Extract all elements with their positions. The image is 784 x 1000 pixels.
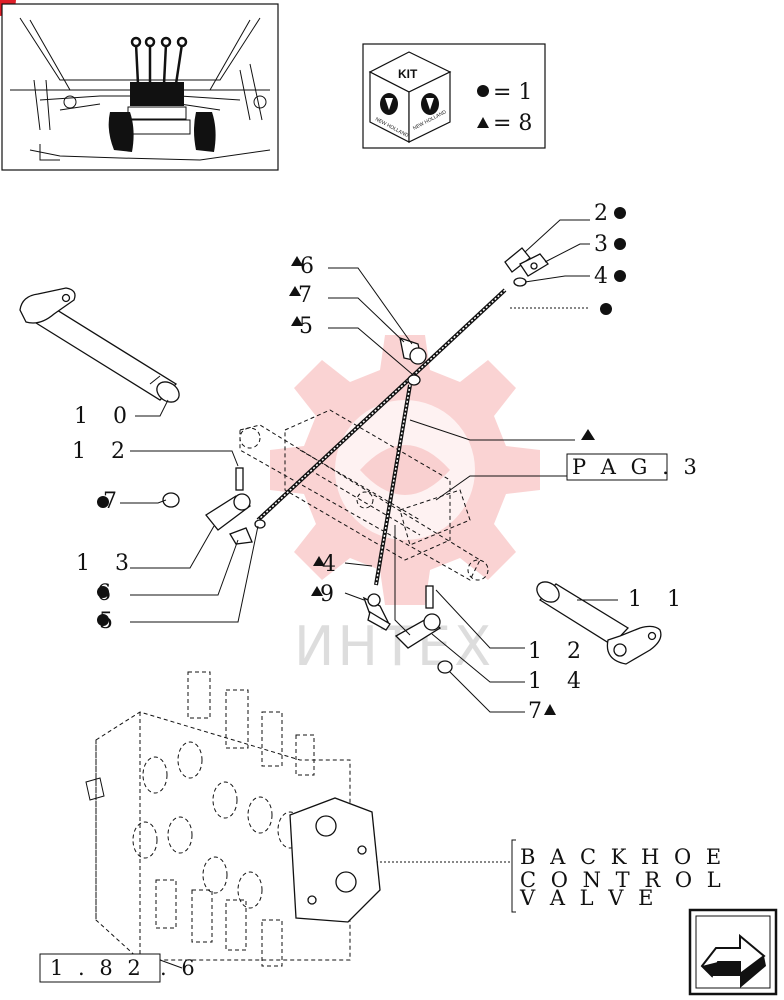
clevis-14: [394, 585, 453, 674]
cab-thumbnail: [1, 3, 279, 171]
svg-text:6: 6: [300, 254, 323, 279]
svg-text:C O N T R O L: C O N T R O L: [520, 868, 725, 892]
svg-text:1 . 8 2: 1 . 8 2: [50, 956, 145, 980]
callout-5-left: 5: [97, 609, 122, 634]
callout-12-lower: 1 2: [528, 639, 590, 664]
callout-rod-circle: [600, 303, 612, 315]
callout-10: 1 0: [74, 404, 136, 429]
callout-6: 6: [291, 254, 323, 279]
triangle-legend-text: = 8: [493, 111, 532, 136]
ball-joint-middle: [399, 337, 427, 386]
svg-text:7: 7: [103, 489, 126, 514]
backhoe-control-valve: [85, 671, 381, 967]
reference-box: 1 . 8 2 . 6: [39, 953, 199, 983]
ball-joint-top: [504, 247, 549, 287]
watermark-text: ИНТЕХ: [294, 615, 494, 678]
svg-text:V A L V E: V A L V E: [519, 886, 657, 910]
svg-text:7: 7: [528, 699, 551, 724]
circle-legend-text: = 1: [493, 80, 532, 105]
svg-text:2: 2: [594, 201, 617, 226]
callout-13: 1 3: [76, 551, 138, 576]
callout-14: 1 4: [528, 669, 590, 694]
circle-symbol-icon: [477, 85, 489, 97]
callout-4: 4: [594, 264, 626, 289]
kit-legend: KIT NEW HOLLAND NEW HOLLAND = 1 = 8: [362, 43, 546, 149]
clevis-13: [162, 467, 266, 545]
svg-text:6: 6: [97, 581, 120, 606]
ball-joint-lower: [362, 593, 391, 631]
svg-text:5: 5: [299, 314, 322, 339]
control-rod-long: [256, 288, 507, 522]
triangle-symbol-icon: [477, 117, 489, 128]
svg-text:. 6: . 6: [160, 956, 199, 980]
svg-text:7: 7: [298, 283, 321, 308]
callout-2: 2: [594, 201, 626, 226]
callout-6-left: 6: [97, 581, 120, 606]
callout-5: 5: [291, 314, 322, 339]
next-page-arrow-icon[interactable]: [688, 908, 778, 996]
svg-text:P A G . 3: P A G . 3: [572, 455, 701, 479]
svg-text:9: 9: [320, 582, 343, 607]
svg-text:B A C K H O E: B A C K H O E: [520, 845, 725, 869]
callout-7-lower: 7: [528, 699, 556, 724]
control-rod-short: [374, 384, 412, 586]
backhoe-label: B A C K H O E C O N T R O L V A L V E: [511, 839, 725, 913]
callout-12-upper: 1 2: [72, 439, 134, 464]
pin-11: [536, 581, 662, 665]
page-reference: P A G . 3: [566, 453, 701, 481]
svg-text:4: 4: [322, 552, 345, 577]
svg-text:5: 5: [99, 609, 122, 634]
callout-9: 9: [311, 582, 343, 607]
svg-text:4: 4: [594, 264, 617, 289]
callout-11: 1 1: [628, 587, 690, 612]
callout-7-left: 7: [97, 489, 126, 514]
leader-lines: [120, 219, 618, 969]
watermark-gear: [270, 335, 540, 605]
svg-text:3: 3: [594, 232, 617, 257]
callout-7: 7: [289, 283, 321, 308]
pin-10: [19, 287, 180, 403]
callout-4-lower: 4: [313, 552, 345, 577]
callout-3: 3: [594, 232, 626, 257]
callout-rod-triangle: [581, 429, 595, 440]
kit-label: KIT: [398, 67, 418, 81]
